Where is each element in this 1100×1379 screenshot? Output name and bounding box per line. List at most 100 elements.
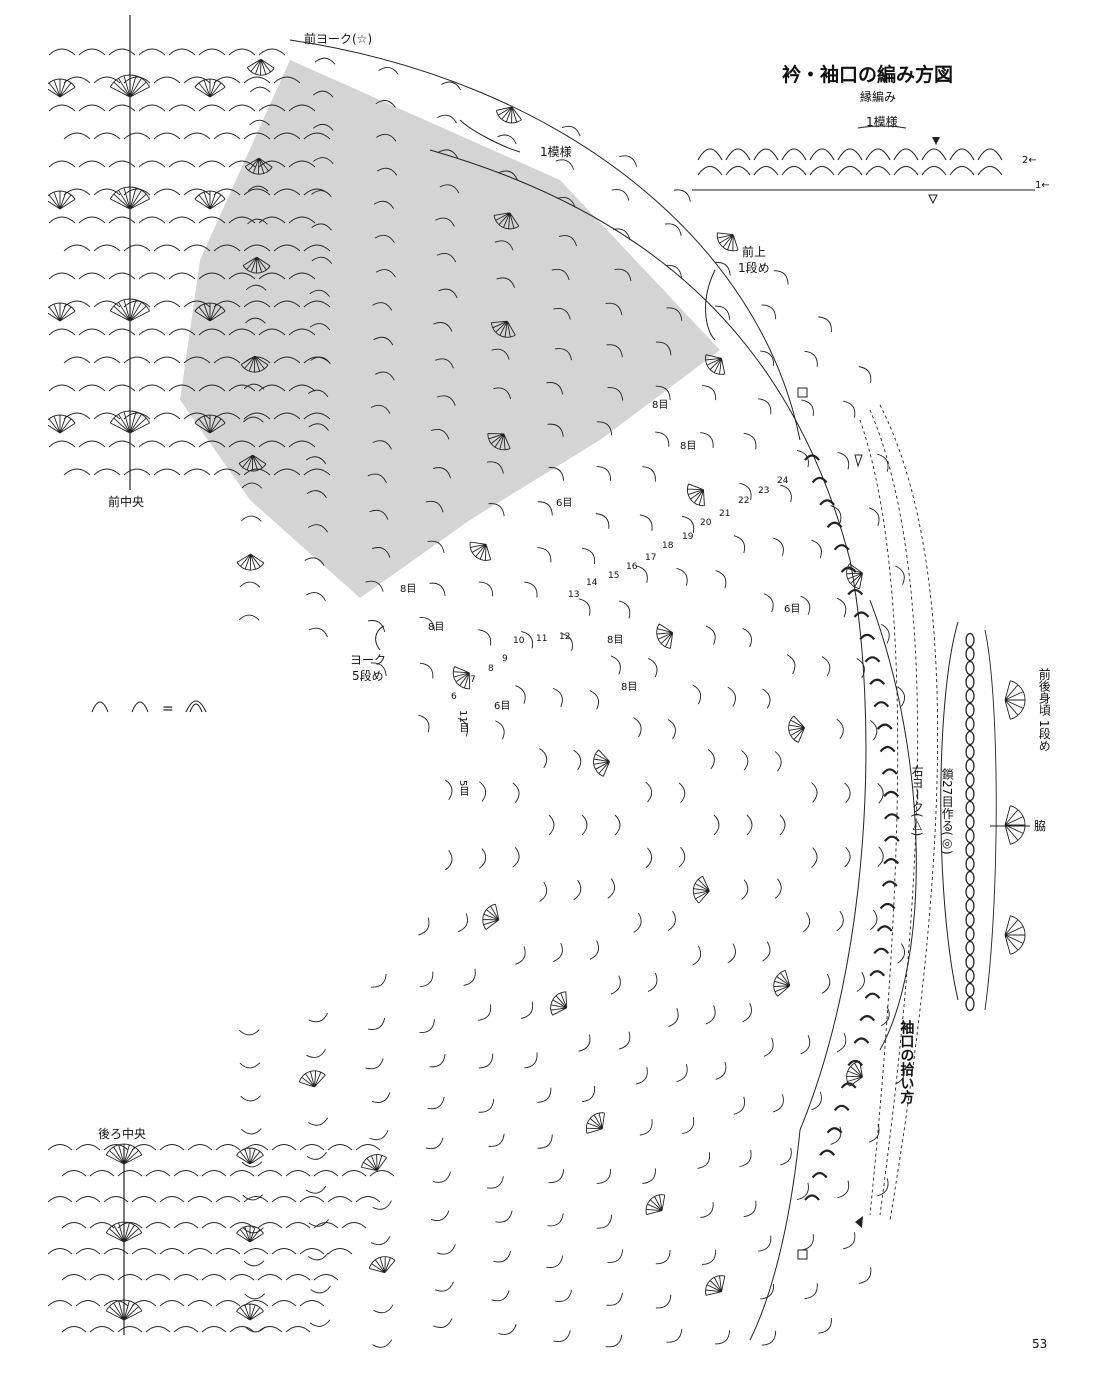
chain-loop <box>547 1213 564 1227</box>
chain-loop <box>498 170 518 181</box>
chain-loop <box>138 48 166 56</box>
chain-loop <box>75 1144 101 1151</box>
chain-loop <box>763 1037 774 1057</box>
chain-loop <box>496 277 515 288</box>
pickup-guide-line <box>879 404 939 1221</box>
chain-loop <box>666 307 683 321</box>
chain-loop <box>168 160 196 168</box>
chain-loop <box>619 155 638 167</box>
cuff-edge-stitch <box>884 835 900 842</box>
chain-loop <box>478 781 487 802</box>
chain-loop <box>183 300 211 308</box>
chain-loop <box>305 1185 327 1194</box>
chain-loop <box>306 592 326 602</box>
chain-loop <box>159 1248 185 1255</box>
chain-loop <box>512 782 520 803</box>
edge-sample-loop <box>725 148 751 161</box>
chain-loop <box>123 244 151 252</box>
shell-stitch <box>48 78 76 98</box>
chain-loop <box>63 300 91 308</box>
chain-loop <box>123 468 151 476</box>
chain-loop <box>93 76 121 84</box>
chain-loop <box>228 48 256 56</box>
chain-loop <box>707 748 715 770</box>
chain-loop <box>258 216 286 224</box>
chain-loop <box>145 1170 171 1177</box>
chain-loop <box>780 1147 792 1166</box>
edge-sample-loop <box>977 166 1003 176</box>
chain-loop <box>647 657 658 678</box>
chain-loop <box>537 547 552 563</box>
chain-loop <box>554 348 573 361</box>
start-triangle-icon <box>855 1216 863 1228</box>
edge-pattern-subtitle: 縁編み <box>860 90 897 104</box>
chain-loop <box>228 272 256 280</box>
chain-loop <box>153 188 181 196</box>
chain-loop <box>811 1091 822 1111</box>
pickup-guide-line <box>859 419 899 1216</box>
chain-loop <box>78 104 106 112</box>
chain-loop <box>419 1019 435 1033</box>
shell-stitch <box>240 355 269 373</box>
chain-loop <box>145 1274 171 1281</box>
chain-loop <box>311 223 332 231</box>
chain-loop <box>168 328 196 336</box>
chain-loop <box>796 449 809 468</box>
chain-loop <box>582 547 596 565</box>
chain-loop <box>288 216 316 224</box>
chain-loop <box>138 328 166 336</box>
chain-loop <box>655 1294 672 1309</box>
shell-stitch <box>236 1225 264 1243</box>
chain-loop <box>418 714 430 733</box>
chain-stitch <box>965 954 975 970</box>
chain-loop <box>103 1300 129 1307</box>
chain-loop <box>561 633 573 652</box>
chain-loop <box>714 305 731 320</box>
chain-loop <box>131 1248 157 1255</box>
chain-loop <box>761 1330 777 1346</box>
chain-stitch <box>965 744 975 760</box>
chain-loop <box>93 356 121 364</box>
chain-loop <box>432 1171 451 1183</box>
chain-loop <box>478 1099 495 1113</box>
chain-loop <box>243 188 271 196</box>
chain-loop <box>75 1248 101 1255</box>
chain-loop <box>247 185 269 192</box>
chain-loop <box>700 1202 714 1218</box>
chain-stitch <box>965 758 975 774</box>
chain-loop <box>573 879 582 901</box>
edge-sample-loop <box>809 166 835 176</box>
shell-stitch <box>452 666 471 690</box>
chain-loop <box>546 382 564 395</box>
chain-loop <box>117 1326 143 1333</box>
chain-loop <box>238 1029 260 1036</box>
chain-loop <box>314 57 336 65</box>
chain-loop <box>187 1248 213 1255</box>
yoke-label: ヨーク <box>350 653 387 667</box>
chain-stitch <box>965 800 975 816</box>
row-number: 7 <box>470 675 476 685</box>
chain-loop <box>821 973 831 994</box>
chain-loop <box>159 1196 185 1203</box>
chain-loop <box>786 654 796 674</box>
chain-loop <box>303 300 331 308</box>
edge-sample-loop <box>837 148 863 161</box>
chain-stitch <box>965 926 975 942</box>
shell-stitch <box>656 623 674 649</box>
chain-loop <box>243 383 265 390</box>
chain-loop <box>168 272 196 280</box>
chain-loop <box>647 972 658 993</box>
chain-loop <box>257 1274 283 1281</box>
chain-loop <box>371 1092 391 1103</box>
chain-loop <box>117 1170 143 1177</box>
chain-loop <box>758 398 772 415</box>
chain-loop <box>369 1170 395 1177</box>
chain-loop <box>63 244 91 252</box>
chain-loop <box>243 244 271 252</box>
right-yoke-boundary <box>429 149 867 1131</box>
chain-loop <box>760 350 775 366</box>
chain-loop <box>419 662 434 679</box>
finish-triangle-icon <box>854 454 863 468</box>
chain-loop <box>558 235 577 247</box>
